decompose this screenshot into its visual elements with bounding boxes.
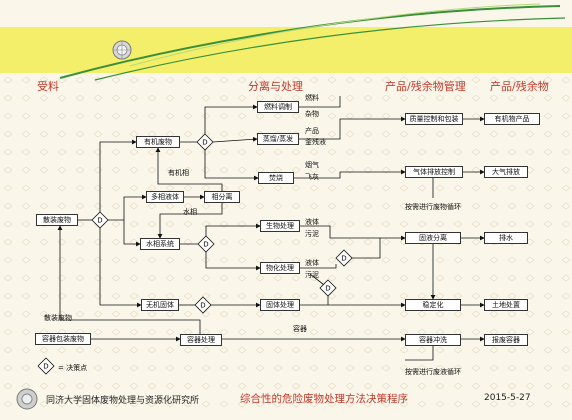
box-multi-liquid: 多相液体	[146, 191, 184, 203]
decision-organic: D	[196, 133, 214, 151]
footer-institute: 同济大学固体废物处理与资源化研究所	[46, 396, 200, 406]
label-residue: 杂物	[305, 110, 319, 118]
box-organic-product: 有机物产品	[484, 113, 540, 125]
edge-incinerate-gas	[294, 169, 406, 179]
box-physchem: 物化处理	[260, 262, 300, 274]
box-organic-waste: 有机废物	[136, 136, 180, 148]
label-bulk-solids: 散装废物	[44, 314, 72, 322]
diamond-label: D	[341, 255, 346, 263]
label-fly-ash: 飞灰	[305, 173, 319, 181]
edge-wash-recycle	[405, 345, 434, 361]
decision-liquid: D	[335, 249, 353, 267]
label-legend-text: = 决策点	[58, 364, 88, 372]
diamond-label: D	[200, 302, 205, 310]
edge-distill-quality	[299, 116, 406, 140]
box-bio-treat: 生物处理	[260, 220, 300, 232]
label-recycle1: 按需进行废物循环	[405, 203, 461, 211]
box-container-wash: 容器冲洗	[405, 334, 461, 346]
box-incinerate: 焚烧	[258, 172, 294, 184]
diamond-label: D	[97, 217, 102, 225]
box-quality-pack: 质量控制和包装	[405, 113, 463, 125]
box-stabilize: 稳定化	[405, 299, 461, 311]
label-fuel: 燃料	[305, 94, 319, 102]
label-aqueous-phase: 水相	[183, 208, 197, 216]
edge-phase-organic	[155, 147, 223, 191]
footer-date: 2015-5-27	[484, 393, 531, 403]
label-container: 容器	[293, 325, 307, 333]
label-sludge1: 污泥	[305, 230, 319, 238]
edge-d1-multiliquid	[108, 194, 147, 221]
box-fuel-blend: 燃料调制	[257, 101, 299, 113]
decision-sludge: D	[319, 279, 337, 297]
header-separation: 分离与处理	[248, 80, 303, 93]
label-organic-phase: 有机相	[168, 169, 189, 177]
edge-d2-distill	[212, 136, 258, 143]
edge-d2-fuel	[204, 104, 258, 134]
footer-title: 综合性的危险废物处理方法决策程序	[240, 393, 408, 405]
box-aqueous-sys: 水相系统	[140, 238, 180, 250]
edge-bio-sep	[300, 225, 406, 241]
edge-phase-aqueous	[157, 203, 223, 239]
box-container-treat: 容器处理	[180, 334, 222, 346]
legend-decision-icon: D	[37, 357, 55, 375]
header-receive: 受料	[37, 80, 59, 93]
decision-main: D	[91, 211, 109, 229]
box-bulk-waste: 散装废物	[36, 214, 78, 226]
edge-d1-inorganic	[99, 228, 142, 308]
box-distill: 蒸馏/蒸发	[257, 133, 299, 145]
edge-fuel-out	[299, 96, 341, 108]
university-logo-icon	[112, 40, 132, 60]
box-inorganic-solid: 无机固体	[141, 299, 179, 311]
diamond-label: D	[203, 241, 208, 249]
header-products: 产品/残余物管理	[385, 80, 466, 93]
header-swoosh	[59, 3, 566, 81]
edge-d3-physchem	[205, 252, 261, 271]
label-liquid1: 液体	[305, 218, 319, 226]
edge-d1-organic	[99, 139, 137, 212]
header-band	[0, 27, 572, 73]
footer-logo-icon	[16, 388, 38, 410]
label-still-bottom: 釜残液	[305, 138, 326, 146]
edge-d3-bio	[205, 223, 261, 236]
edge-d4-sep	[352, 238, 381, 259]
label-product: 产品	[305, 127, 319, 135]
edge-d1-aqueous	[123, 220, 141, 247]
diamond-label: D	[43, 363, 48, 371]
diamond-label: D	[325, 285, 330, 293]
decision-solid: D	[194, 296, 212, 314]
label-recycle2: 按需进行废液循环	[405, 368, 461, 376]
box-landfill: 土地处置	[484, 299, 528, 311]
box-wastewater-sep: 固液分离	[405, 232, 461, 244]
label-sludge2: 污泥	[305, 271, 319, 279]
box-phase-sep: 相分离	[204, 191, 240, 203]
diamond-label: D	[202, 139, 207, 147]
label-flue-gas: 烟气	[305, 161, 319, 169]
box-container-waste: 容器包装废物	[35, 333, 91, 345]
box-discharge-water: 排水	[484, 232, 528, 244]
decision-aqueous: D	[197, 235, 215, 253]
edge-d2-incinerate	[204, 150, 259, 181]
label-liquid2: 液体	[305, 259, 319, 267]
box-scrap-container: 报废容器	[484, 334, 528, 346]
edge-container-bulk	[57, 225, 201, 334]
box-gas-control: 气体排放控制	[405, 166, 463, 178]
box-air-emission: 大气排放	[484, 166, 528, 178]
header-products2: 产品/残余物	[490, 80, 549, 93]
box-solid-treat: 固体处理	[260, 299, 300, 311]
edge-physchem-d4	[300, 264, 337, 269]
